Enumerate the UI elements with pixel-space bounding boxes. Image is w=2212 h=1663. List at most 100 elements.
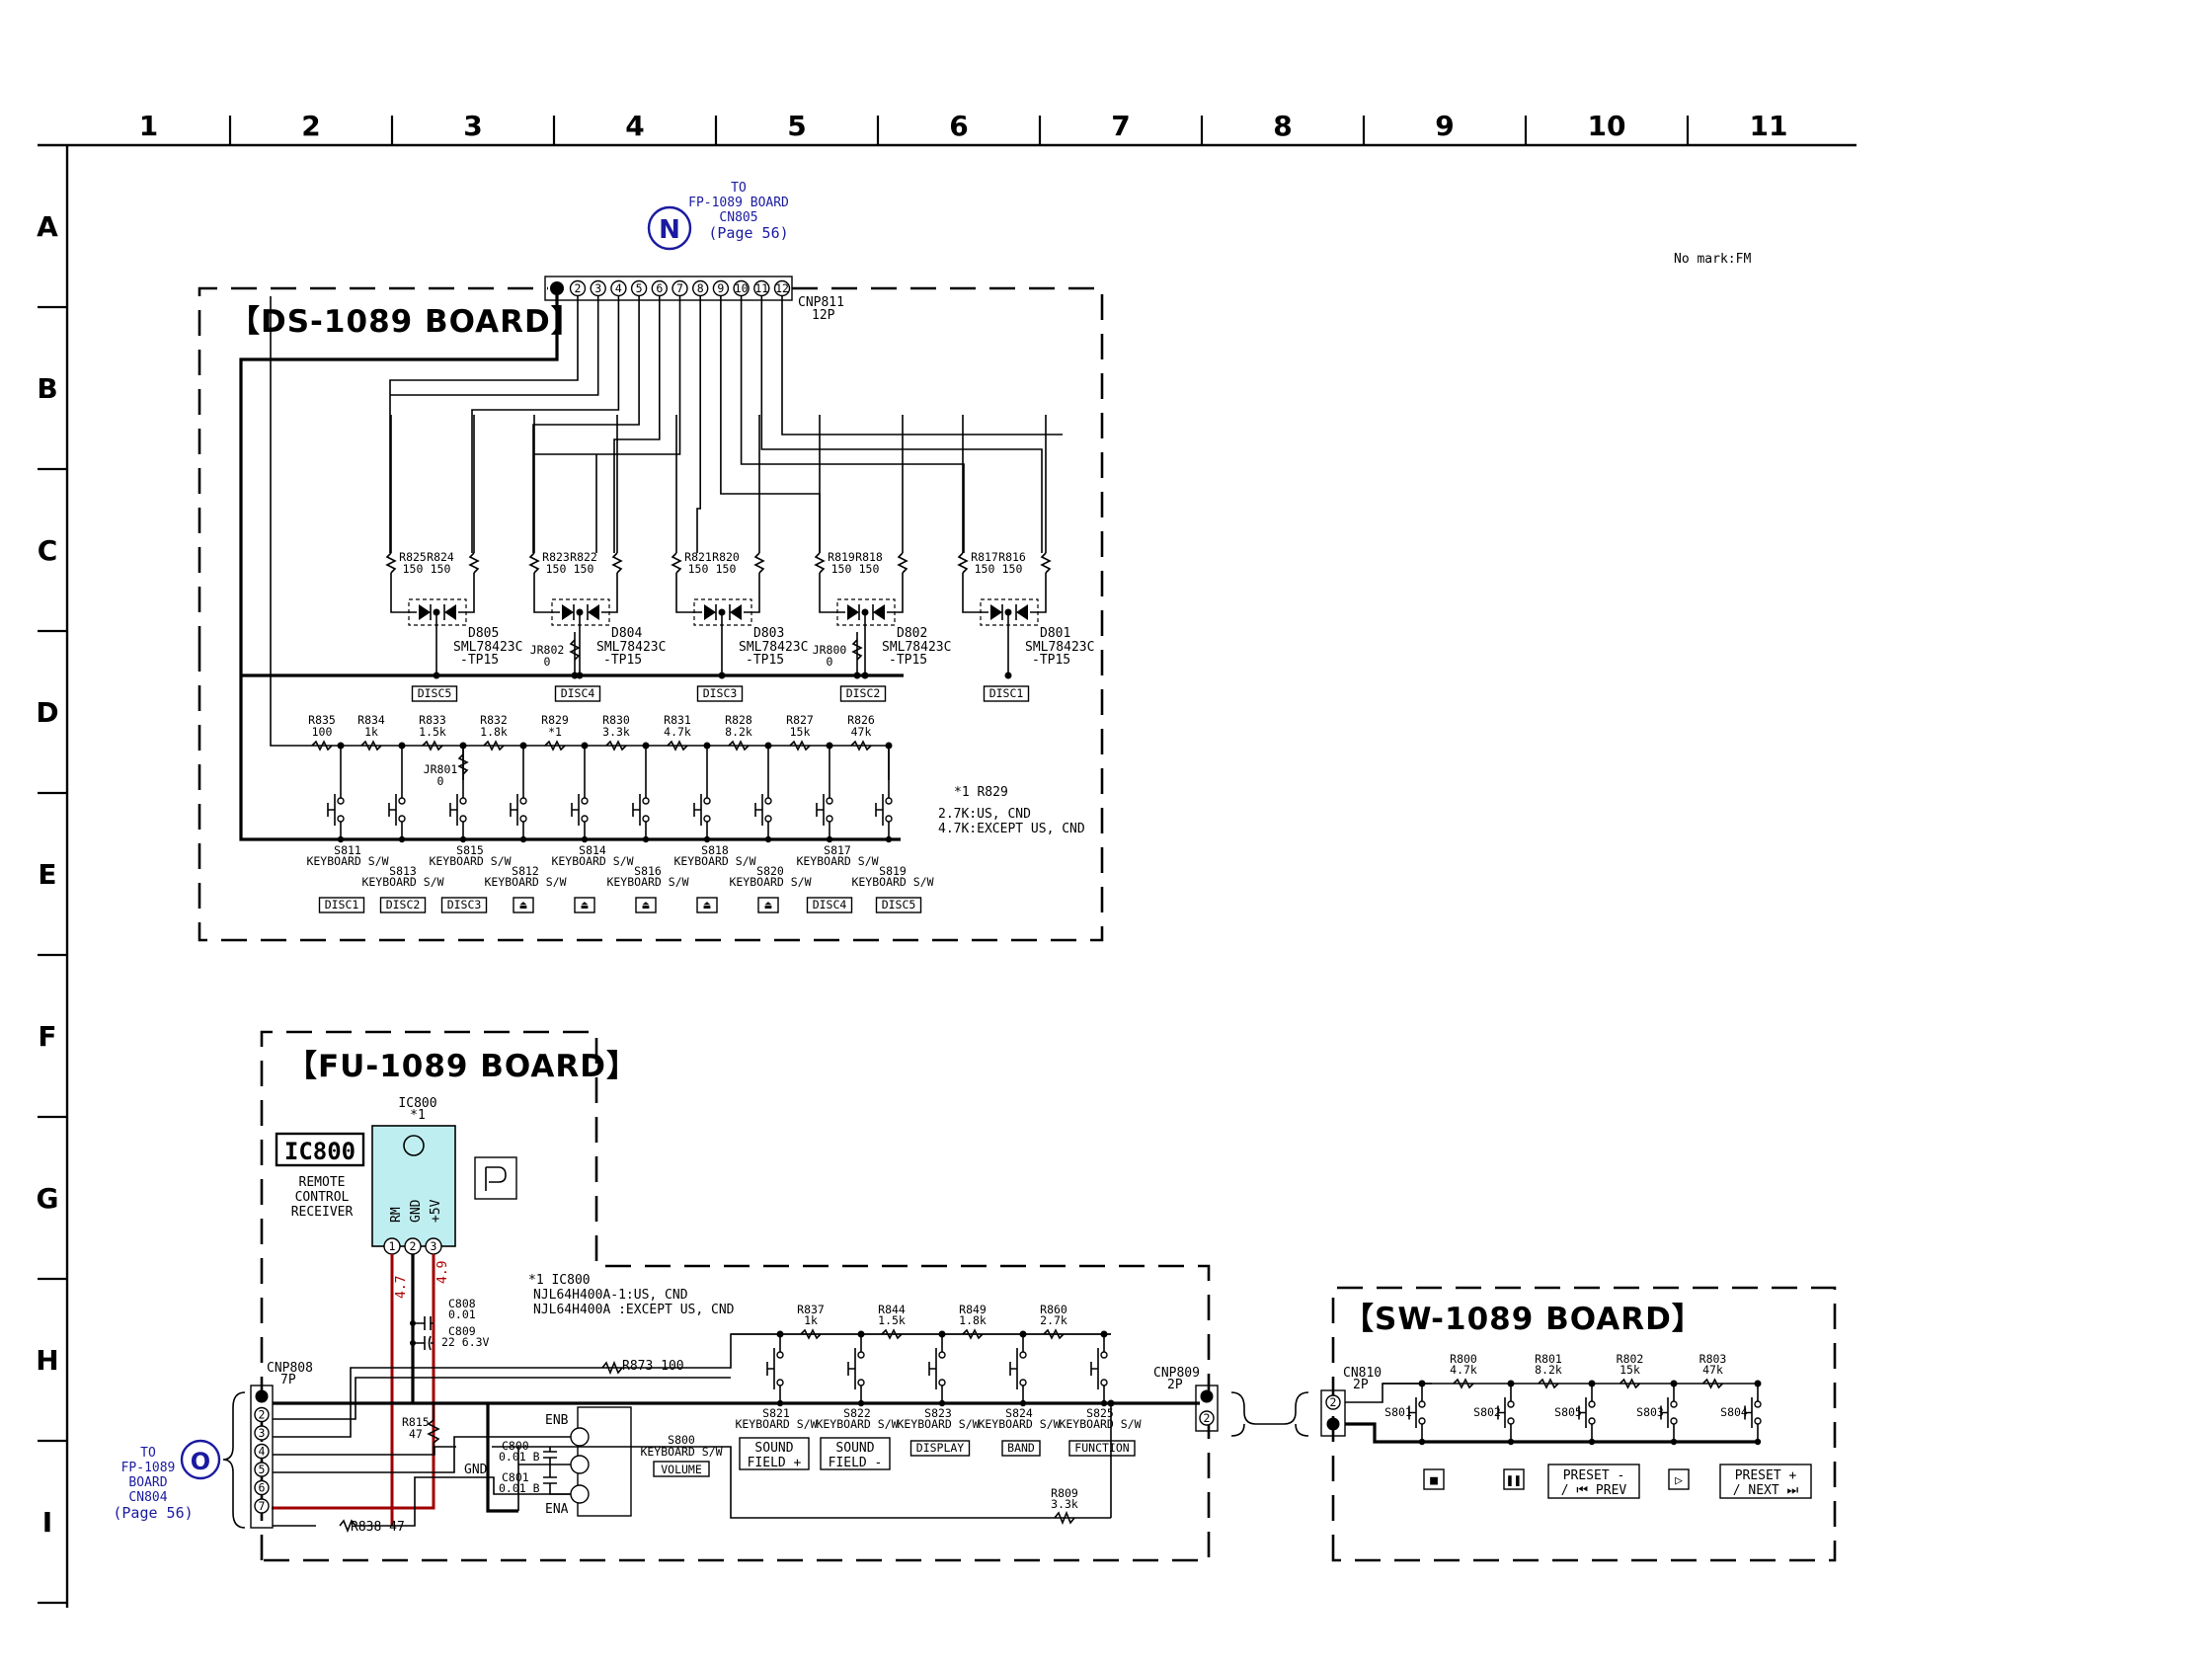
r829-note-title: *1 R829: [954, 785, 1008, 800]
switch-desc-S815: KEYBOARD S/W: [429, 854, 511, 868]
disc-indicator-DISC4-text: DISC4: [561, 686, 595, 700]
s800-ref: S800: [668, 1433, 695, 1447]
resistor-val-R826: 47k: [851, 725, 872, 739]
resistor-val-R833: 1.5k: [419, 725, 446, 739]
switch-ref-S821: S821: [762, 1406, 790, 1420]
cnp808-pin-num-7: 7: [259, 1499, 266, 1513]
keyboard-switch-1: [327, 780, 345, 843]
switch-ref-S803: S803: [1636, 1405, 1664, 1419]
ic800-pin-num-1: 1: [389, 1239, 396, 1253]
resistor-ref-R837: R837: [797, 1303, 825, 1316]
cnp811-trace-10: [740, 296, 965, 553]
cnp811-trace-3: [390, 296, 599, 396]
function-label-S822-line1: SOUND: [835, 1441, 874, 1456]
sw-board-title: 【SW-1089 BOARD】: [1343, 1302, 1703, 1337]
grid-row-D: D: [36, 696, 58, 729]
switch-desc-S814: KEYBOARD S/W: [551, 854, 633, 868]
junction-dot: [826, 742, 833, 750]
cnp811-trace-2: [389, 296, 579, 553]
connector-n-reference: N TO FP-1089 BOARD CN805 (Page 56): [647, 181, 789, 251]
cnp811-pin-num-8: 8: [697, 281, 704, 295]
ic800-window: [403, 1135, 425, 1156]
c801-val: 0.01 B: [499, 1481, 540, 1495]
connector-o-board: FP-1089: [121, 1461, 176, 1475]
resistor-R817: [957, 552, 969, 574]
resistor-val-R844: 1.5k: [878, 1313, 906, 1327]
diode-suffix-D802: -TP15: [889, 653, 927, 668]
resistor-R834: [360, 740, 382, 752]
junction-dot: [581, 742, 589, 750]
resistor-val-R820: 150: [716, 562, 737, 576]
connector-o-to: TO: [140, 1446, 156, 1461]
ic800-pin-num-2: 2: [410, 1239, 417, 1253]
ic800-note-2: NJL64H400A-1:US, CND: [533, 1288, 688, 1303]
resistor-R818: [897, 552, 908, 574]
resistor-ref-R827: R827: [786, 713, 814, 727]
svg-text:2: 2: [1330, 1395, 1337, 1409]
diode-ref-D805: D805: [468, 626, 499, 641]
junction-dot: [459, 742, 467, 750]
cnp811-pin-num-2: 2: [575, 281, 582, 295]
keyboard-switch-9: [816, 780, 833, 843]
diode-part-D803: SML78423C: [739, 640, 808, 655]
disc-indicator-DISC4: DISC4: [554, 685, 601, 702]
cnp811-pin-12: [773, 279, 791, 297]
switch-ref-S819: S819: [879, 864, 907, 878]
diode-ref-D802: D802: [897, 626, 927, 641]
junction-dot: [885, 742, 893, 750]
resistor-val-R829: *1: [548, 725, 562, 739]
cnp811-header: [544, 276, 793, 301]
junction-dot: [861, 672, 869, 679]
cnp811-pin-num-6: 6: [656, 281, 663, 295]
switch-desc-S818: KEYBOARD S/W: [673, 854, 755, 868]
resistor-R835: [311, 740, 333, 752]
resistor-val-R800: 4.7k: [1450, 1363, 1477, 1377]
resistor-ref-R822: R822: [570, 550, 597, 564]
switch-desc-S819: KEYBOARD S/W: [851, 875, 933, 889]
function-label-S823: DISPLAY: [909, 1440, 971, 1457]
cnp808-pin-num-5: 5: [259, 1463, 266, 1476]
s800-function: VOLUME: [661, 1463, 702, 1476]
resistor-ref-R803: R803: [1699, 1352, 1727, 1366]
voltage-5v: 4.9: [435, 1261, 450, 1284]
ic800-pin-gnd: GND: [409, 1199, 424, 1223]
grid-col-9: 9: [1435, 110, 1454, 142]
resistor-val-R832: 1.8k: [480, 725, 508, 739]
keyboard-switch-6: [632, 780, 650, 843]
cnp811-label: CNP811: [798, 295, 844, 310]
resistor-R837: [800, 1328, 822, 1340]
resistor-R830: [605, 740, 627, 752]
switch-desc-S812: KEYBOARD S/W: [484, 875, 566, 889]
cnp811-pin-4: [610, 279, 627, 297]
diode-part-D801: SML78423C: [1025, 640, 1094, 655]
ic800-pin-num-3: 3: [431, 1239, 437, 1253]
function-label-S821-line2: FIELD +: [748, 1456, 802, 1470]
cnp808-pin-5: [254, 1462, 270, 1477]
connector-o-letter: O: [191, 1448, 210, 1475]
ic800-pin-rm: RM: [389, 1207, 404, 1223]
remote-receiver-glyph: [485, 1166, 507, 1191]
ic800-desc-3: RECEIVER: [291, 1205, 354, 1220]
button-label-preset-next-line1: PRESET +: [1735, 1468, 1797, 1483]
cnp809-cn810-link: [1230, 1391, 1309, 1437]
resistor-val-R801: 8.2k: [1535, 1363, 1562, 1377]
cnp808-header: [250, 1385, 274, 1529]
cnp811-trace-8: [696, 296, 701, 553]
resistor-val-R816: 150: [1002, 562, 1023, 576]
diode-suffix-D805: -TP15: [460, 653, 499, 668]
resistor-R820: [753, 552, 765, 574]
fu-board-title: 【FU-1089 BOARD】: [286, 1049, 638, 1084]
function-label-1: DISC1: [318, 897, 365, 913]
resistor-val-R803: 47k: [1702, 1363, 1723, 1377]
connector-o-circle: [180, 1439, 221, 1480]
grid-col-6: 6: [949, 110, 968, 142]
ic800-desc-1: REMOTE: [299, 1175, 346, 1190]
cnp808-pin-7: [254, 1498, 270, 1514]
resistor-ref-R849: R849: [959, 1303, 987, 1316]
jumper-ref-JR800: JR800: [813, 643, 847, 657]
keyboard-switch-2: [388, 780, 406, 843]
fu-board: 【FU-1089 BOARD】 IC800 *1 IC800 REMOTE CO…: [250, 1030, 1219, 1562]
ic800-note-1: *1 IC800: [528, 1273, 591, 1288]
button-label-stop-glyph: ■: [1430, 1473, 1438, 1488]
ic800-mark: *1: [410, 1108, 426, 1123]
